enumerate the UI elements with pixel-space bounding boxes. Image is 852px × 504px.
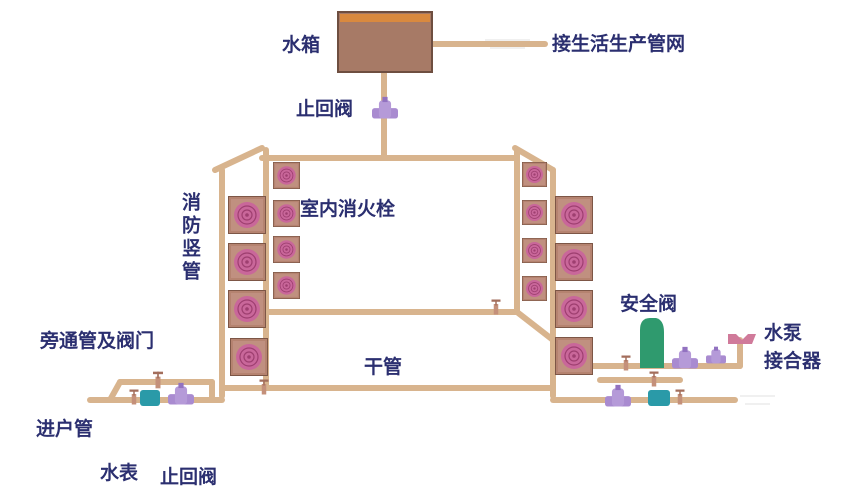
hydrant-icon	[522, 238, 547, 263]
pump-adapter-label-1: 水泵	[764, 322, 803, 344]
hydrant-icon	[273, 272, 300, 299]
bottom-left-fittings	[129, 371, 269, 406]
water-meter-label: 水表	[100, 462, 139, 484]
water-tank	[337, 11, 433, 73]
outflow-mist	[485, 39, 775, 405]
hydrant-icon	[228, 196, 266, 234]
pump-check-valve-icon	[672, 346, 698, 369]
network-label: 接生活生产管网	[552, 33, 686, 55]
check-valve-top-label: 止回阀	[296, 98, 354, 120]
hydrant-icon	[555, 196, 593, 234]
hydrant-icon	[230, 338, 268, 376]
hydrant-icon	[273, 236, 300, 263]
pump-adapter-label-2: 接合器	[764, 350, 822, 372]
inlet-pipe-label: 进户管	[36, 418, 94, 440]
bypass-label: 旁通管及阀门	[40, 330, 155, 352]
hydrant-icon	[555, 337, 593, 375]
middle-diagonal	[514, 309, 556, 343]
bottom-right-fittings	[605, 318, 756, 407]
hydrant-icon	[522, 200, 547, 225]
pump-valve-icon	[706, 346, 726, 364]
hydrant-icon	[555, 243, 593, 281]
hydrant-icon	[273, 162, 300, 189]
water-meter-icon	[140, 390, 160, 406]
top-left-diagonal	[212, 145, 265, 173]
hydrant-icon	[555, 290, 593, 328]
check-valve-top-icon	[372, 96, 398, 119]
tank-label: 水箱	[282, 34, 321, 56]
hydrant-icon	[522, 162, 547, 187]
riser-label: 消防竖管	[179, 192, 201, 284]
hydrant-label: 室内消火栓	[300, 198, 396, 220]
hydrant-icon	[522, 276, 547, 301]
water-meter-right-icon	[648, 390, 670, 406]
pump-adapter-icon	[728, 334, 756, 344]
hydrant-icon	[228, 290, 266, 328]
bypass-left	[107, 379, 123, 403]
hydrant-icon	[228, 243, 266, 281]
check-valve-bottom-icon	[168, 382, 194, 405]
safety-valve-icon	[640, 318, 664, 368]
check-valve-bottom-label: 止回阀	[160, 466, 218, 488]
safety-valve-label: 安全阀	[620, 293, 678, 315]
hydrants	[228, 162, 593, 376]
check-valve-right-icon	[605, 384, 631, 407]
hydrant-icon	[273, 200, 300, 227]
main-pipe-label: 干管	[364, 356, 403, 378]
